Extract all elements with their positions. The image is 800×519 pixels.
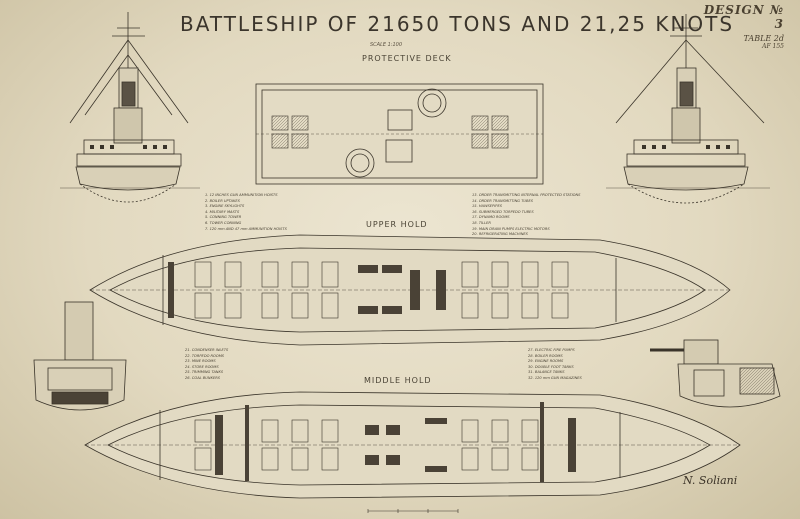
legend-item: 2. BOILER UPTAKES xyxy=(205,198,240,203)
af-reference: AF 155 xyxy=(762,43,784,50)
scale-bar xyxy=(367,509,459,513)
legend-middle-left: 21. CONDENSER INLETS 22. TORPEDO ROOMS 2… xyxy=(185,348,228,382)
legend-item: 19. MAIN DRAIN PUMPS ELECTRIC MOTORS xyxy=(472,226,550,231)
legend-item: 30. DOUBLE FOOT TANKS xyxy=(528,364,574,369)
legend-item: 27. ELECTRIC FIRE PUMPS xyxy=(528,348,575,352)
legend-item: 23. MINE ROOMS xyxy=(185,359,216,364)
bow-elevation-left xyxy=(60,12,200,203)
legend-item: 16. SUBMERGED TORPEDO TUBES xyxy=(472,209,534,214)
legend-upper-left: 1. 12 INCHES GUN AMMUNITION HOISTS 2. BO… xyxy=(205,193,287,232)
cross-section-right xyxy=(650,339,781,408)
legend-item: 25. TRIMMING TANKS xyxy=(185,370,224,375)
legend-item: 28. BOILER ROOMS xyxy=(528,353,563,358)
legend-item: 4. MILITARY MASTS xyxy=(205,209,240,214)
middle-hold-compartments xyxy=(194,419,539,471)
design-number: DESIGN № 3 xyxy=(703,3,784,31)
legend-item: 22. TORPEDO ROOMS xyxy=(185,353,225,358)
legend-item: 24. STORE ROOMS xyxy=(185,364,219,369)
legend-item: 20. REFRIGERATING MACHINES xyxy=(472,232,528,237)
cross-section-left xyxy=(33,301,127,411)
legend-item: 14. ORDER TRANSMITTING TUBES xyxy=(472,198,534,203)
drawing-title: BATTLESHIP OF 21650 TONS AND 21,25 KNOTS xyxy=(180,12,735,36)
section-label-protective-deck: PROTECTIVE DECK xyxy=(362,54,452,63)
upper-hold-machinery xyxy=(168,262,446,318)
legend-item: 3. ENGINE SKYLIGHTS xyxy=(205,204,245,209)
bow-windows-left xyxy=(90,145,167,149)
signature: N. Soliani xyxy=(683,474,738,487)
legend-item: 26. COAL BUNKERS xyxy=(185,375,220,380)
legend-item: 5. CONNING TOWER xyxy=(205,215,242,220)
middle-hold-machinery xyxy=(215,402,576,482)
table-reference: TABLE 2d xyxy=(743,34,784,43)
legend-item: 1. 12 INCHES GUN AMMUNITION HOISTS xyxy=(205,193,278,197)
legend-item: 29. ENGINE ROOMS xyxy=(528,359,564,364)
design-block: DESIGN № 3 TABLE 2d AF 155 xyxy=(694,3,784,50)
legend-item: 21. CONDENSER INLETS xyxy=(185,348,229,352)
scale-note: SCALE 1:100 xyxy=(370,42,403,48)
legend-item: 18. TILLER xyxy=(472,220,491,225)
legend-item: 15. HAWSEPIPES xyxy=(472,204,503,209)
protective-deck-hatches xyxy=(271,115,509,149)
legend-item: 7. 120 mm AND 47 mm AMMUNITION HOISTS xyxy=(205,226,287,231)
legend-upper-right: 13. ORDER TRANSMITTING INTERNAL PROTECTE… xyxy=(472,193,580,238)
middle-hold-plan xyxy=(84,391,741,499)
legend-item: 32. 120 mm GUN MAGAZINES xyxy=(528,375,582,380)
bow-elevation-right xyxy=(606,14,770,204)
section-label-upper-hold: UPPER HOLD xyxy=(366,220,428,229)
legend-item: 6. TOWER CONNING xyxy=(205,220,242,225)
bow-windows-right xyxy=(642,145,730,149)
upper-hold-compartments xyxy=(194,261,569,319)
legend-item: 13. ORDER TRANSMITTING INTERNAL PROTECTE… xyxy=(472,193,581,197)
legend-item: 31. BALANCE TANKS xyxy=(528,370,565,375)
legend-middle-right: 27. ELECTRIC FIRE PUMPS 28. BOILER ROOMS… xyxy=(528,348,582,382)
section-label-middle-hold: MIDDLE HOLD xyxy=(364,376,432,385)
legend-item: 17. DYNAMO ROOMS xyxy=(472,215,510,220)
